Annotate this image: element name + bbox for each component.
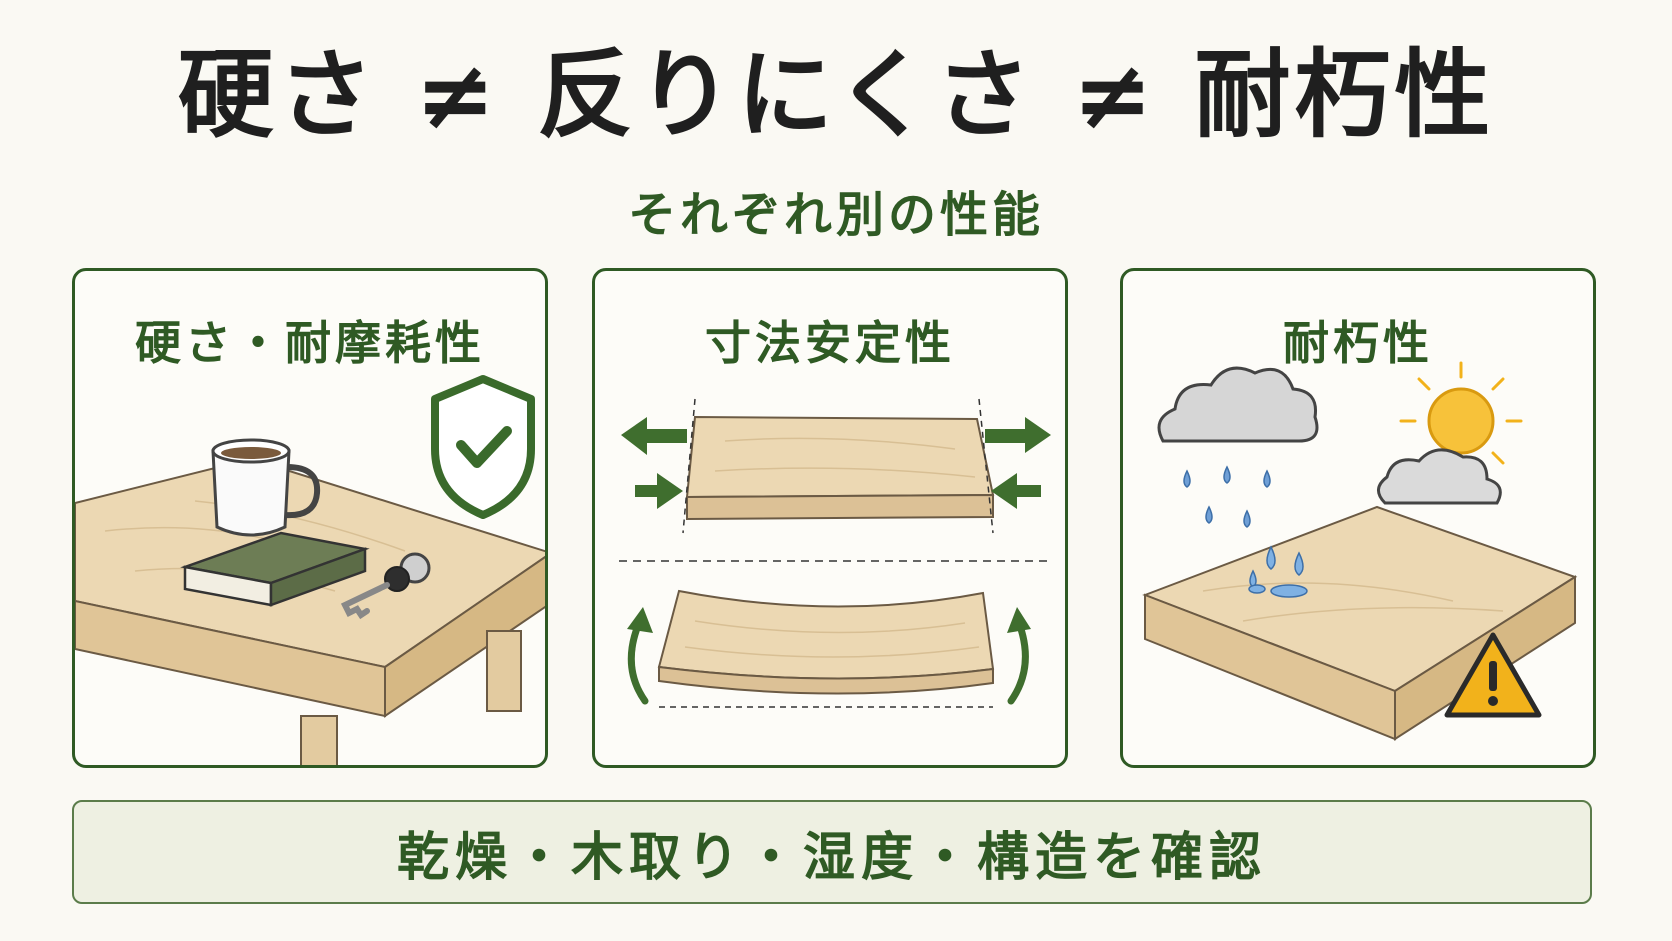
main-title: 硬さ ≠ 反りにくさ ≠ 耐朽性 — [177, 39, 1495, 151]
curved-arrow-icon — [627, 607, 653, 705]
dimensional-illustration — [619, 398, 1051, 708]
curved-arrow-icon — [1007, 607, 1031, 705]
panel-hardness: 硬さ・耐摩耗性 — [72, 268, 548, 768]
warning-icon — [1444, 632, 1542, 718]
key — [340, 552, 431, 620]
panel-dimensional-title: 寸法安定性 — [705, 316, 955, 370]
arrow-right-icon — [635, 473, 683, 509]
arrow-left-icon — [621, 417, 687, 455]
coffee-mug — [211, 438, 321, 537]
subtitle: それぞれ別の性能 — [627, 187, 1044, 243]
rain-cloud-icon — [1157, 366, 1319, 528]
panel-dimensional-stability: 寸法安定性 — [592, 268, 1068, 768]
decay-illustration — [1142, 361, 1578, 741]
arrow-right-icon — [985, 417, 1051, 453]
arrow-left-icon — [991, 473, 1041, 509]
flat-board — [682, 398, 995, 534]
warped-board — [657, 589, 995, 708]
footer-banner: 乾燥・木取り・湿度・構造を確認 — [72, 800, 1592, 904]
panel-decay-title: 耐朽性 — [1283, 316, 1433, 370]
panel-decay-resistance: 耐朽性 — [1120, 268, 1596, 768]
footer-text: 乾燥・木取り・湿度・構造を確認 — [396, 827, 1267, 888]
water-drop-icon — [1248, 545, 1308, 598]
sun-cloud-icon — [1377, 361, 1523, 505]
book — [180, 531, 370, 607]
hardness-illustration — [75, 375, 545, 765]
panel-hardness-title: 硬さ・耐摩耗性 — [135, 316, 485, 370]
shield-check-icon — [431, 375, 535, 519]
